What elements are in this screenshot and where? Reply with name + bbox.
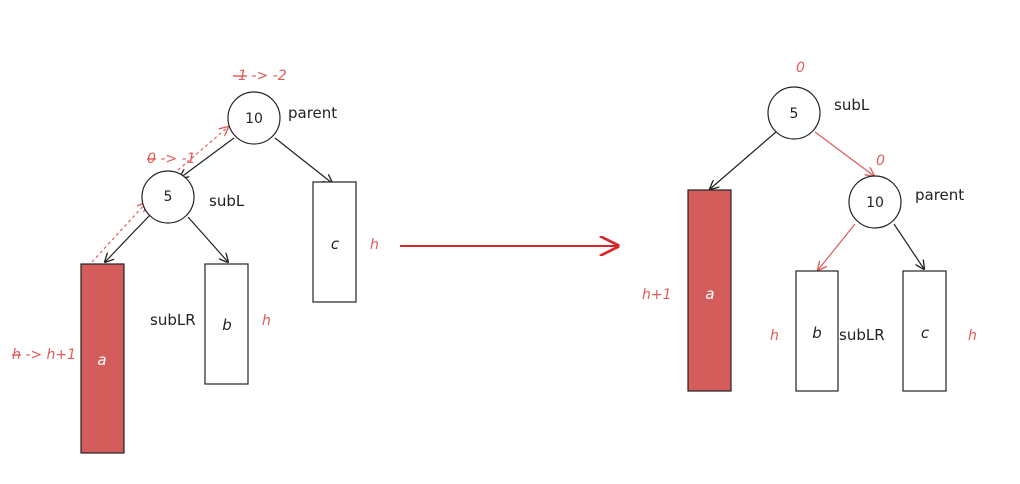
left-subtree-b	[204, 263, 249, 385]
right-parent-balance: 0	[876, 153, 885, 169]
right-subtree-a	[687, 189, 732, 392]
right-subl-value: 5	[790, 106, 799, 122]
right-subl-node	[767, 86, 821, 140]
left-parent-node	[227, 91, 281, 145]
right-subtree-c	[902, 270, 947, 392]
right-subtree-c-height: h	[968, 328, 977, 344]
right-subtree-a-height: h+1	[642, 287, 672, 303]
left-subtree-a-height: h -> h+1	[12, 347, 76, 363]
right-parent-value: 10	[866, 195, 884, 211]
right-subl-label: subL	[834, 96, 870, 114]
left-subtree-a-label: a	[97, 351, 106, 369]
edge-subl-to-a	[105, 214, 151, 262]
right-subtree-c-label: c	[921, 324, 930, 342]
left-parent-label: parent	[288, 104, 337, 122]
edge-subl-to-b	[187, 216, 228, 262]
right-subtree-b-height: h	[770, 328, 779, 344]
edge-subl-to-parent	[814, 131, 874, 176]
right-parent-node	[848, 175, 902, 229]
left-subtree-b-height: h	[262, 313, 271, 329]
edge-parent-to-c	[274, 137, 332, 183]
right-subtree-b-name: subLR	[839, 326, 885, 344]
left-subtree-c-height: h	[370, 237, 379, 253]
left-subtree-b-name: subLR	[150, 311, 196, 329]
left-subtree-c	[312, 181, 357, 303]
left-subtree-a	[80, 263, 125, 454]
left-subl-balance: 0 -> -1	[147, 151, 196, 167]
right-subtree-b-label: b	[812, 324, 822, 342]
left-subl-label: subL	[209, 192, 245, 210]
right-subtree-b	[795, 270, 839, 392]
edge-parent-to-subl	[180, 137, 235, 178]
left-subl-node	[141, 170, 195, 224]
left-subtree-c-label: c	[331, 235, 340, 253]
height-propagation-arrow-a-to-subl	[91, 203, 146, 263]
left-parent-value: 10	[245, 111, 263, 127]
edge-parent-to-c	[893, 223, 924, 269]
left-subtree-b-label: b	[222, 316, 232, 334]
height-propagation-arrow-subl-to-parent	[177, 127, 228, 171]
edge-parent-to-b	[818, 223, 856, 270]
right-tree: 5 subL 0 10 parent 0 a h+1 b subLR h c h	[642, 60, 977, 392]
left-subl-value: 5	[164, 189, 173, 205]
right-parent-label: parent	[915, 186, 964, 204]
left-parent-balance: -1 -> -2	[233, 68, 287, 84]
edge-subl-to-a	[710, 131, 777, 189]
right-subtree-a-label: a	[705, 285, 714, 303]
left-tree: 10 parent -1 -> -2 5 subL 0 -> -1 a h ->…	[12, 68, 379, 454]
right-subl-balance: 0	[796, 60, 805, 76]
